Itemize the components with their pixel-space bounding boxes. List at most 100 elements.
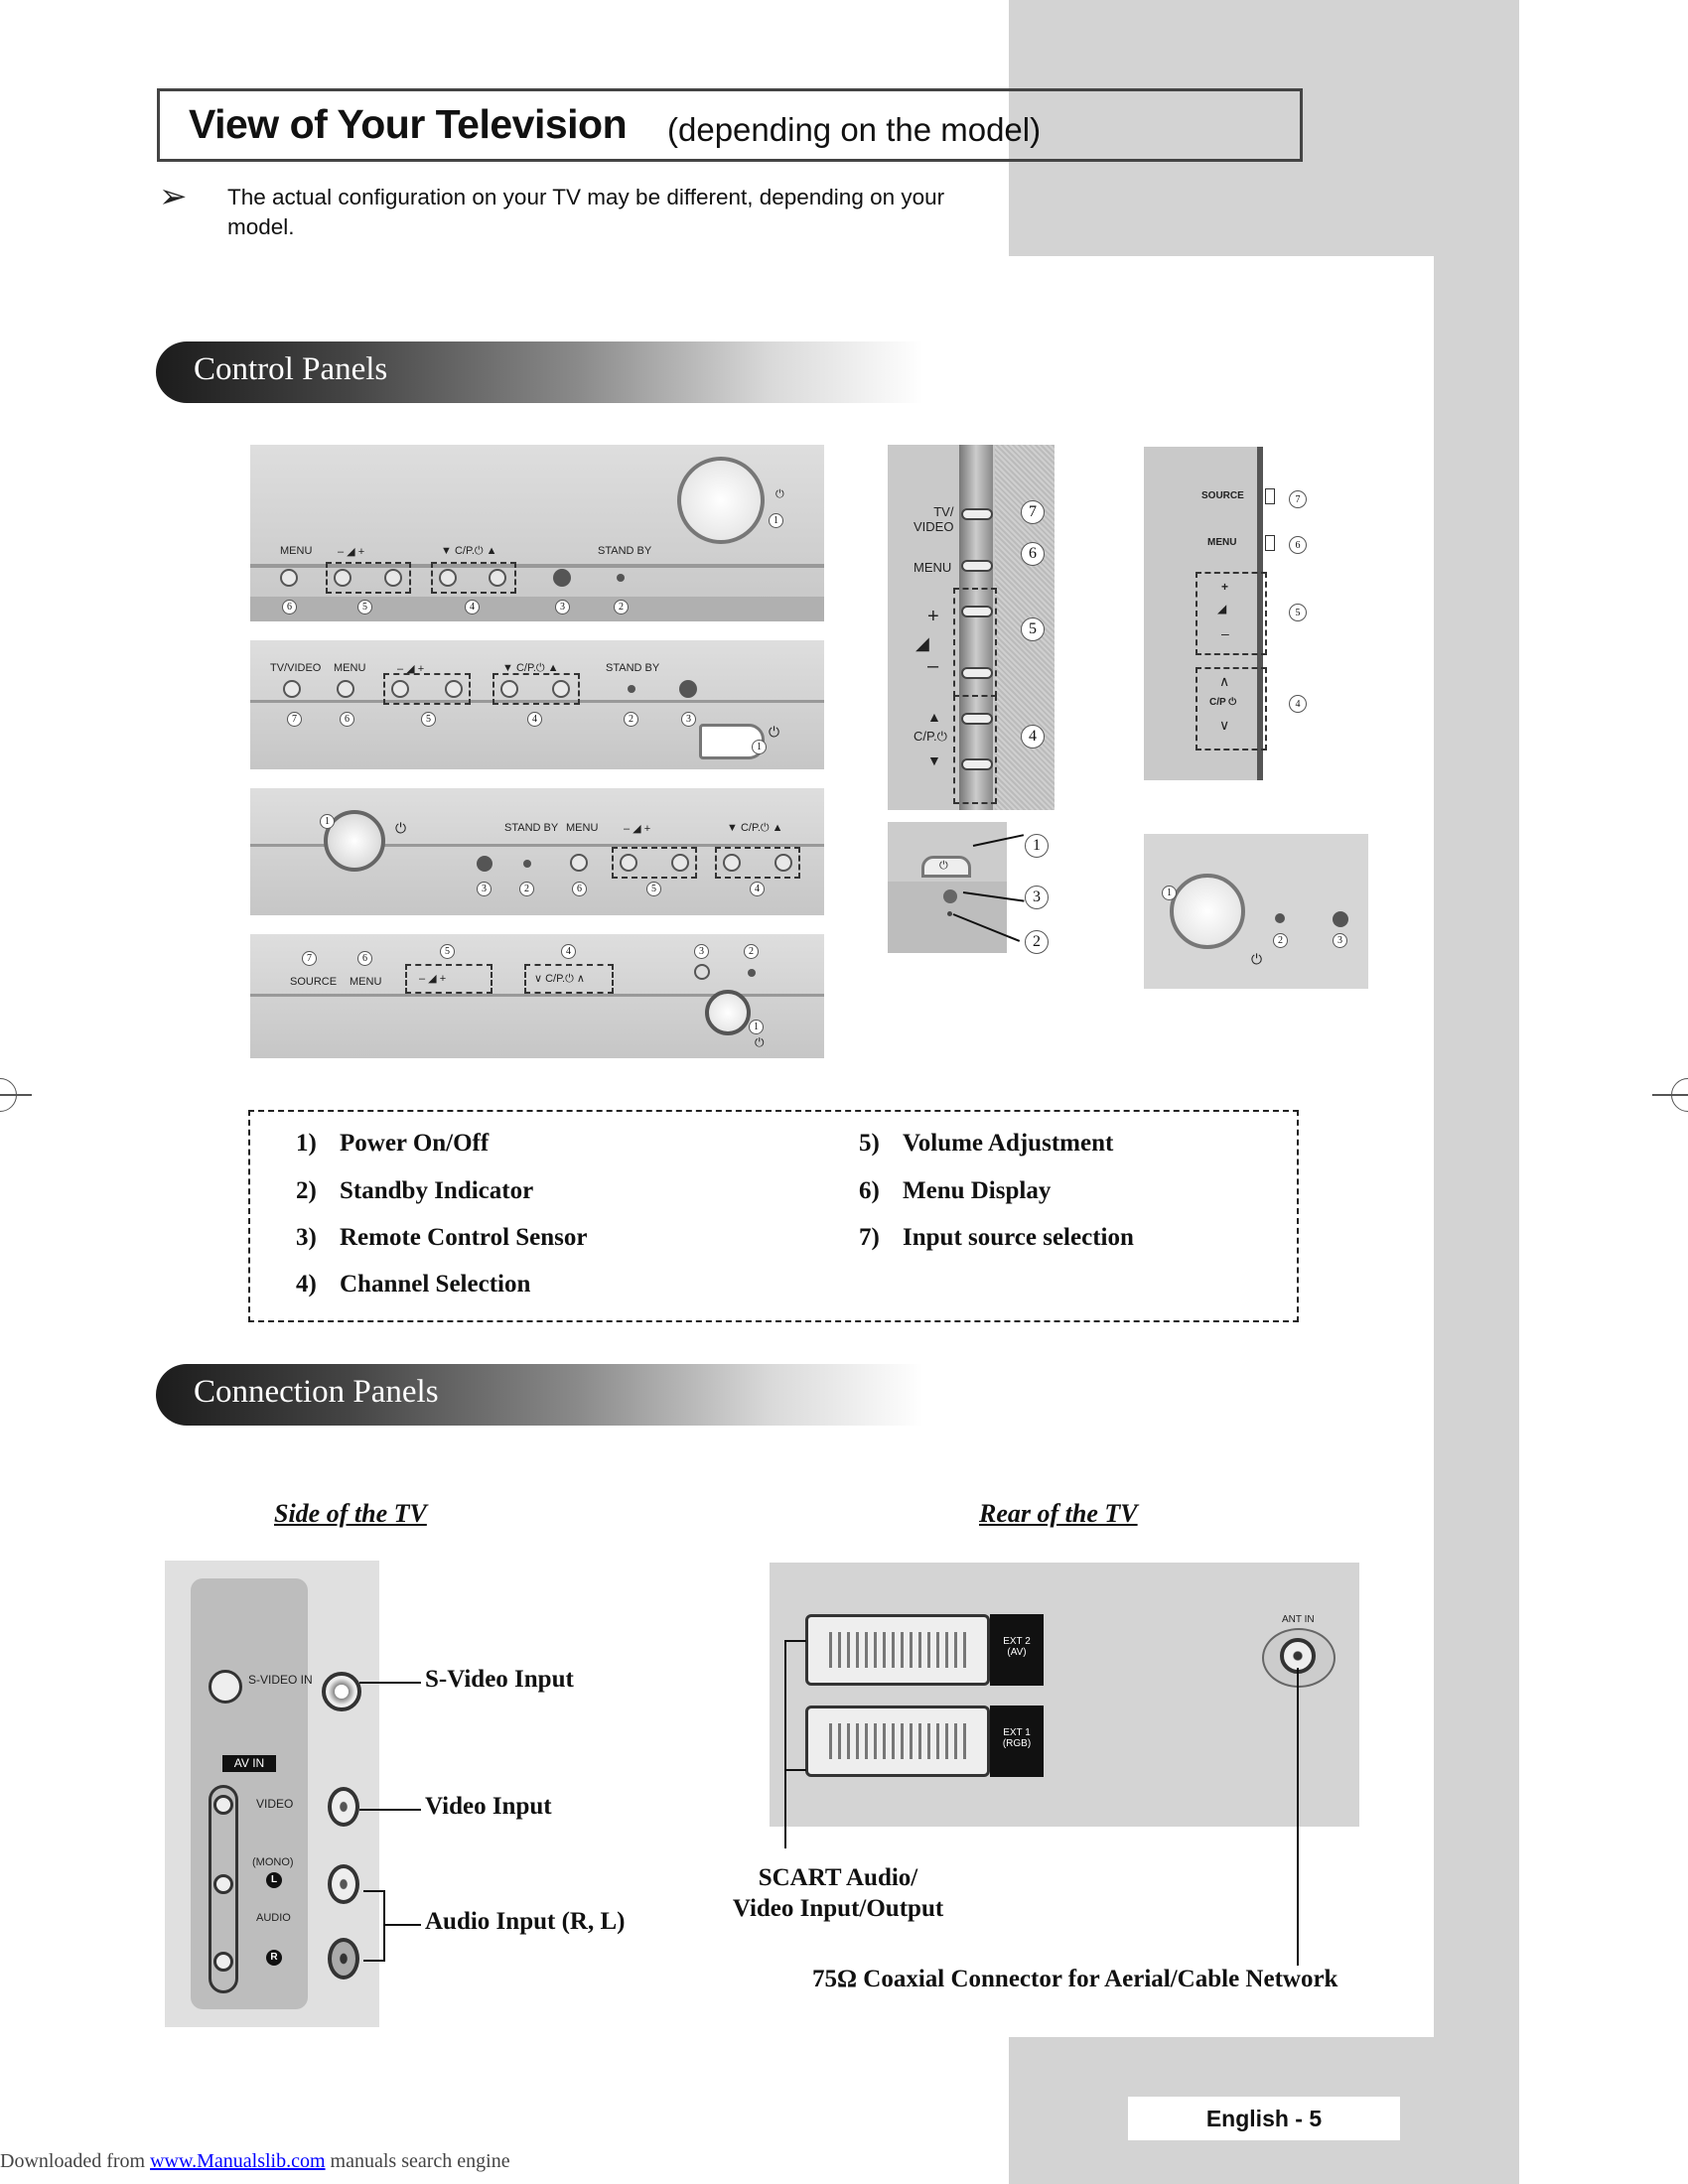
control-panels-bar <box>156 341 923 403</box>
volume-up-button[interactable] <box>671 854 689 872</box>
legend-num: 1) <box>296 1130 317 1157</box>
callout-2: 2 <box>1273 933 1288 948</box>
standby-label: STAND BY <box>606 662 660 674</box>
channel-group <box>492 673 580 705</box>
remote-sensor <box>553 569 571 587</box>
panel-strip <box>250 597 824 621</box>
callout-2: 2 <box>614 600 629 614</box>
channel-up-button[interactable] <box>552 680 570 698</box>
menu-button[interactable] <box>280 569 298 587</box>
video-jack[interactable] <box>328 1787 359 1827</box>
audio-l-jack[interactable] <box>328 1938 359 1979</box>
coax-leader-line <box>1297 1668 1299 1966</box>
scart-ext1-pins <box>829 1723 968 1759</box>
volume-up-button[interactable] <box>445 680 463 698</box>
channel-up-button[interactable] <box>961 713 993 725</box>
power-icon: ⏻ <box>1251 951 1263 967</box>
channel-down-button[interactable] <box>961 758 993 770</box>
channel-up-icon: ∧ <box>1219 673 1230 689</box>
mono-label: (MONO) <box>252 1856 294 1868</box>
callout-1: 1 <box>1162 886 1177 900</box>
manualslib-link[interactable]: www.Manualslib.com <box>150 2150 326 2172</box>
menu-button[interactable] <box>1265 535 1275 551</box>
menu-button[interactable] <box>337 680 354 698</box>
volume-down-button[interactable] <box>334 569 352 587</box>
control-panels-heading: Control Panels <box>194 351 388 387</box>
ext1-sub-label: (RGB) <box>1002 1738 1032 1749</box>
volume-minus-label: – <box>927 655 939 677</box>
legend-text: Standby Indicator <box>340 1177 534 1204</box>
power-button[interactable] <box>921 856 971 878</box>
channel-down-button[interactable] <box>439 569 457 587</box>
r-badge: R <box>266 1950 282 1966</box>
remote-sensor <box>943 889 957 903</box>
legend-text: Input source selection <box>903 1224 1134 1251</box>
tvvideo-button[interactable] <box>283 680 301 698</box>
scart-line-1: SCART Audio/ <box>758 1864 918 1891</box>
callout-3: 3 <box>681 712 696 727</box>
power-icon: ⏻ <box>939 860 948 872</box>
menu-button[interactable] <box>961 560 993 572</box>
registration-circle-right <box>1671 1078 1688 1112</box>
remote-sensor <box>694 964 710 980</box>
remote-sensor <box>679 680 697 698</box>
menu-label: MENU <box>280 545 313 557</box>
download-credit-suffix: manuals search engine <box>330 2150 510 2172</box>
svideo-input-label: S-Video Input <box>425 1666 574 1693</box>
rear-of-tv-heading: Rear of the TV <box>979 1499 1138 1528</box>
callout-3: 3 <box>555 600 570 614</box>
callout-5: 5 <box>646 882 661 896</box>
channel-up-button[interactable] <box>489 569 506 587</box>
volume-label: – ◢ + <box>338 546 365 558</box>
tvvideo-button[interactable] <box>961 508 993 520</box>
tvvideo-label: TV/VIDEO <box>914 504 953 534</box>
power-panel-d: 1 ⏻ 2 3 <box>1144 834 1368 989</box>
volume-down-button[interactable] <box>391 680 409 698</box>
audio-r-jack[interactable] <box>328 1864 359 1904</box>
power-button[interactable] <box>705 990 751 1035</box>
standby-indicator <box>523 860 531 868</box>
source-label: SOURCE <box>1201 490 1244 501</box>
callout-3: 3 <box>1333 933 1347 948</box>
scart-ext2-pins <box>829 1632 968 1668</box>
standby-indicator <box>1275 913 1285 923</box>
volume-down-button[interactable] <box>961 667 993 679</box>
l-badge: L <box>266 1872 282 1888</box>
menu-button[interactable] <box>570 854 588 872</box>
volume-down-button[interactable] <box>620 854 637 872</box>
channel-label: C/P ⏻ <box>1209 697 1237 708</box>
volume-up-button[interactable] <box>961 606 993 617</box>
control-panel-model-1: ⏻ 1 MENU – ◢ + ▼ C/P.⏻ ▲ STAND BY 6 5 4 … <box>250 445 824 621</box>
download-credit-prefix: Downloaded from <box>0 2150 146 2172</box>
channel-down-button[interactable] <box>723 854 741 872</box>
ext1-label: EXT 1 <box>1003 1727 1031 1738</box>
channel-up-button[interactable] <box>774 854 792 872</box>
callout-6: 6 <box>340 712 354 727</box>
power-button[interactable] <box>677 457 765 544</box>
legend-text: Menu Display <box>903 1177 1052 1204</box>
svideo-jack[interactable] <box>322 1672 361 1711</box>
channel-group <box>953 695 997 804</box>
standby-indicator <box>628 685 635 693</box>
volume-group <box>405 964 492 994</box>
callout-2: 2 <box>1025 930 1049 954</box>
volume-up-button[interactable] <box>384 569 402 587</box>
channel-label: ▼ C/P.⏻ ▲ <box>727 822 783 834</box>
page-number: English - 5 <box>1128 2097 1400 2140</box>
callout-1: 1 <box>1025 834 1049 858</box>
video-text: VIDEO <box>914 519 954 534</box>
standby-indicator <box>617 574 625 582</box>
callout-5: 5 <box>440 944 455 959</box>
connection-panels-heading: Connection Panels <box>194 1374 439 1410</box>
callout-6: 6 <box>572 882 587 896</box>
power-button[interactable] <box>1170 874 1245 949</box>
channel-down-button[interactable] <box>500 680 518 698</box>
source-button[interactable] <box>1265 488 1275 504</box>
callout-1: 1 <box>749 1020 764 1034</box>
panel-edge <box>250 844 824 847</box>
callout-4: 4 <box>527 712 542 727</box>
legend-item: 4)Channel Selection <box>296 1271 530 1298</box>
volume-group <box>953 588 997 697</box>
ext2-label: EXT 2 <box>1003 1636 1031 1647</box>
legend-num: 3) <box>296 1224 317 1251</box>
